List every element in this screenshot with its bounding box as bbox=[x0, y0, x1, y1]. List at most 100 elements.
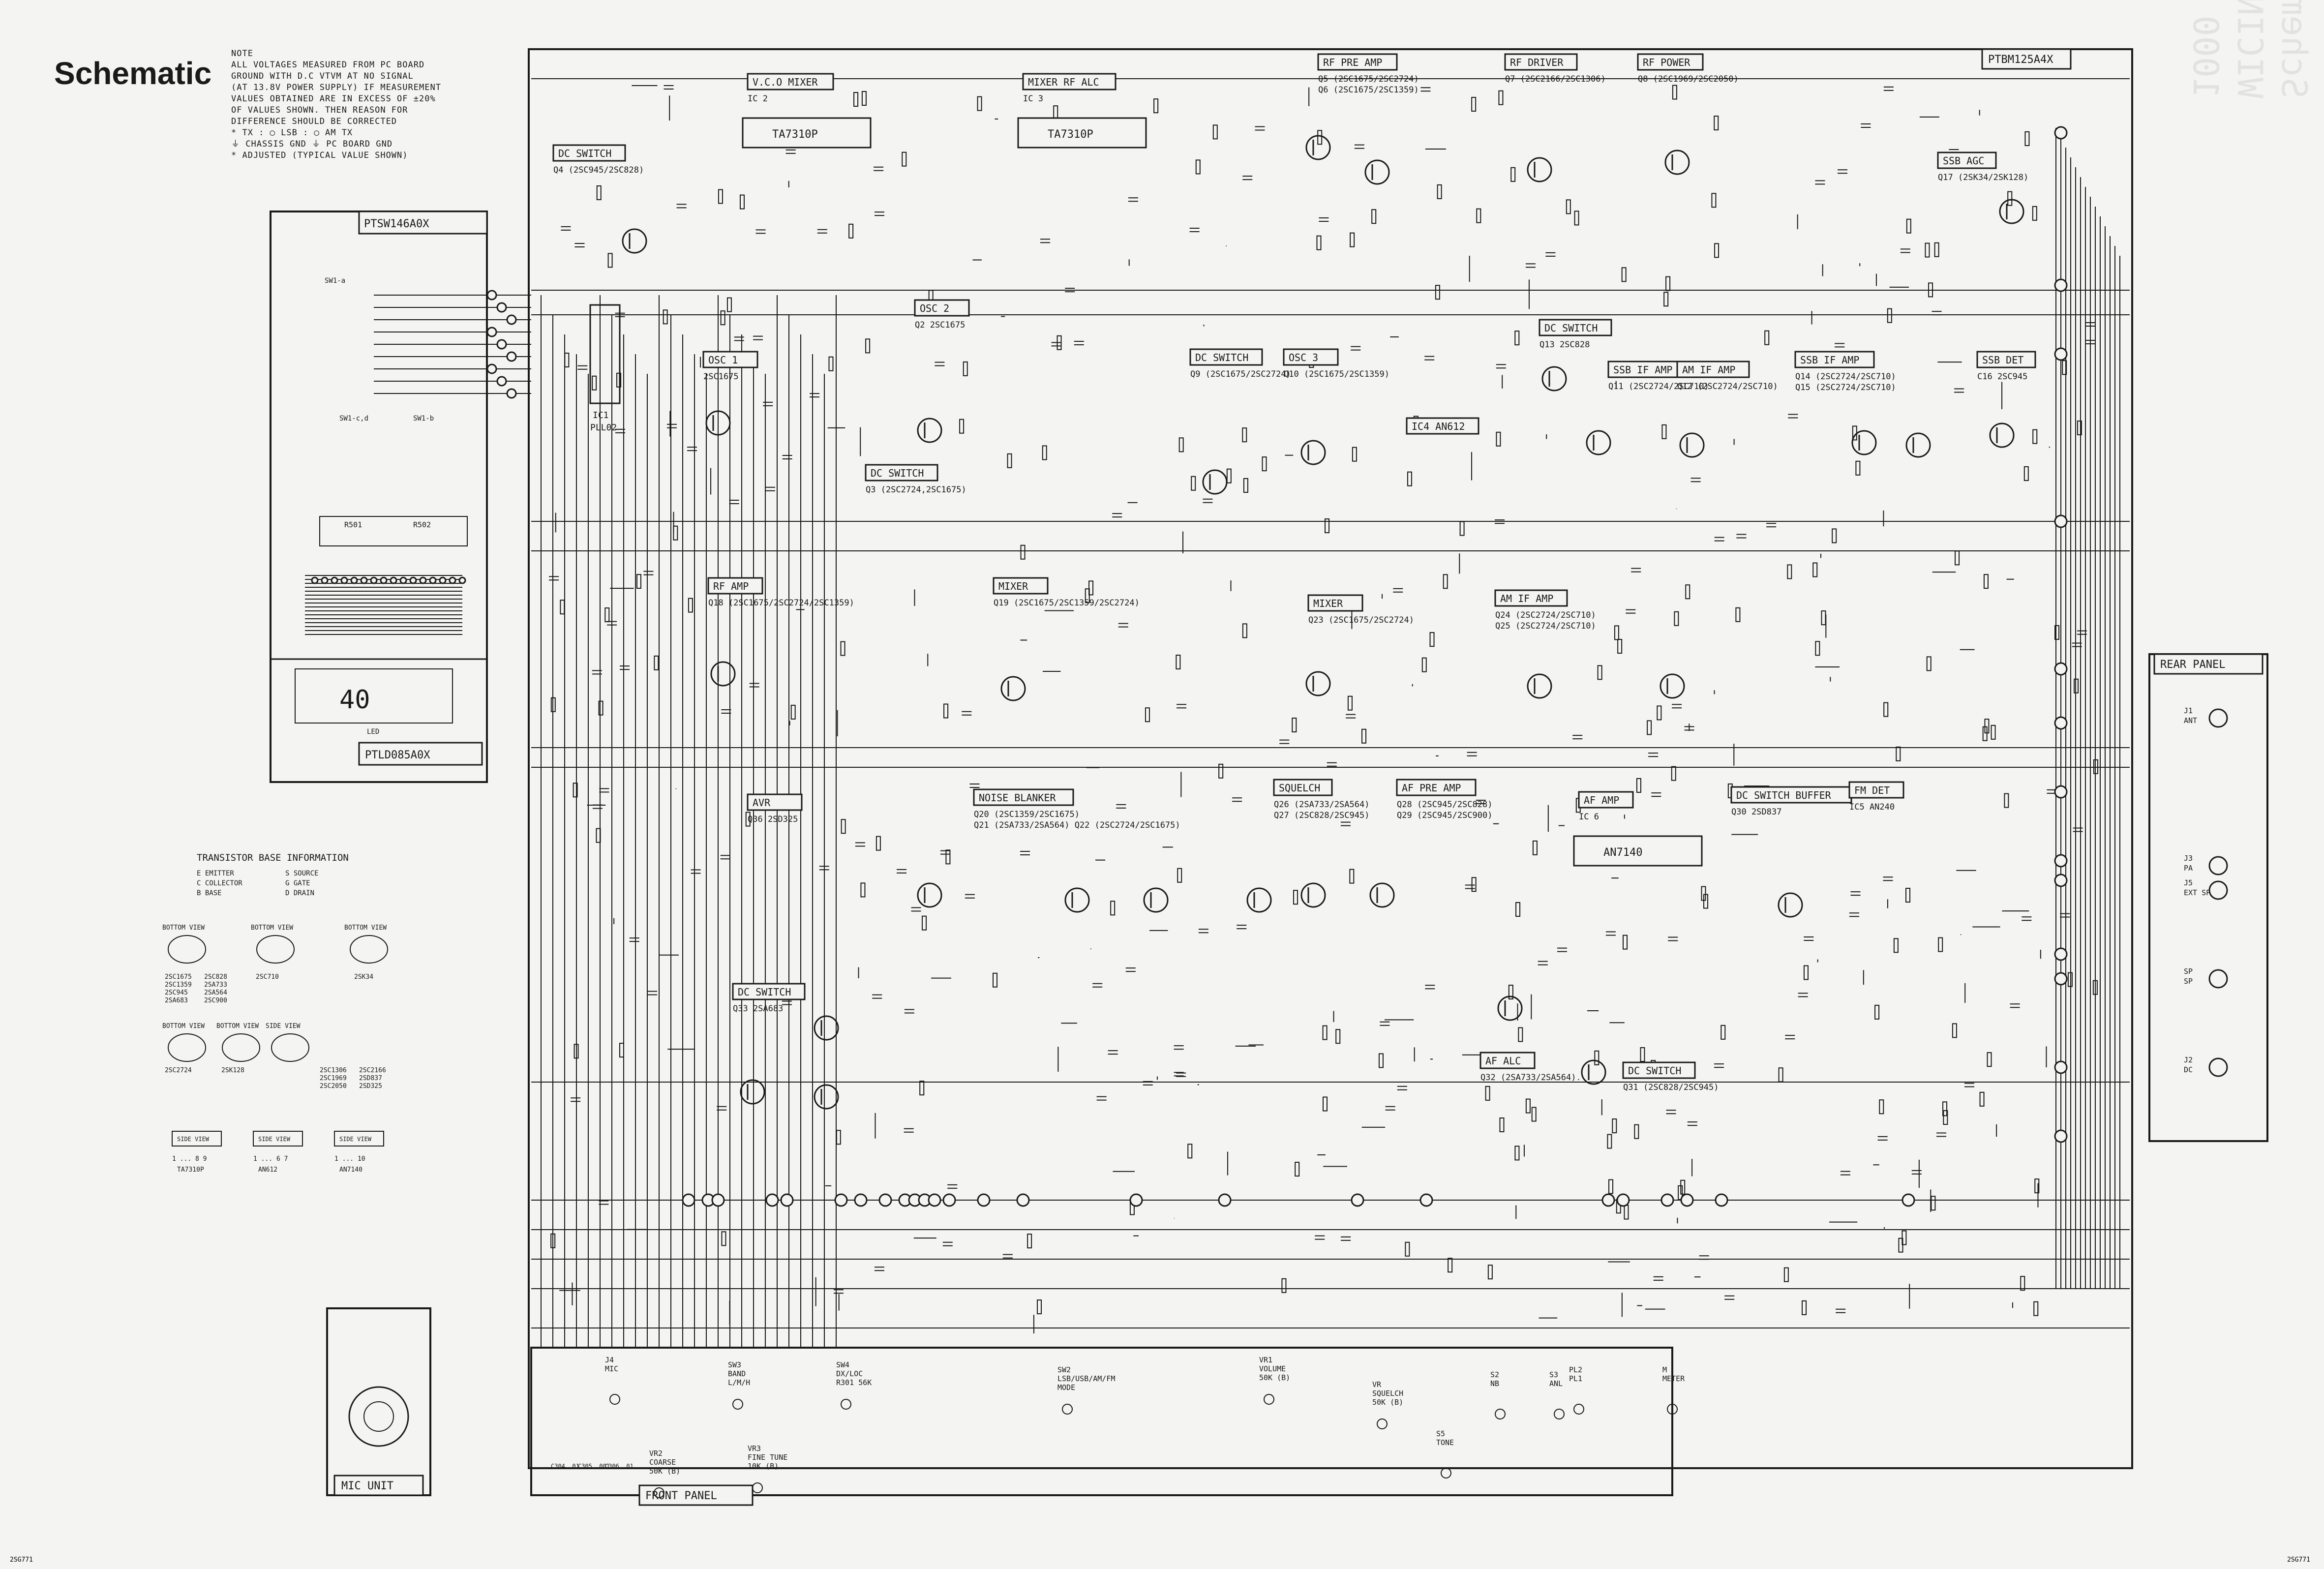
resistor-symbol bbox=[1943, 1110, 1948, 1125]
block-label: DC SWITCH bbox=[558, 148, 611, 159]
terminal-node-right bbox=[2054, 785, 2068, 799]
terminal-node bbox=[1129, 1193, 1143, 1207]
sw1a-label: SW1-a bbox=[325, 277, 345, 285]
rear-jack-icon bbox=[2208, 969, 2228, 989]
resistor-symbol bbox=[720, 310, 725, 326]
resistor-symbol bbox=[1887, 308, 1892, 323]
mic-connector-icon bbox=[348, 1386, 409, 1447]
transistor-symbol bbox=[1497, 996, 1523, 1021]
rear-panel-tag: REAR PANEL bbox=[2160, 659, 2225, 671]
block-label: NOISE BLANKER bbox=[979, 792, 1056, 804]
resistor-symbol bbox=[1955, 550, 1960, 566]
resistor-symbol bbox=[688, 598, 693, 613]
ic-chip-name: AN7140 bbox=[1603, 846, 1642, 859]
front-control-ref: J4 bbox=[605, 1356, 614, 1364]
ic-pin-range: 1 ... 6 7 bbox=[253, 1155, 288, 1163]
switch-contact-icon bbox=[732, 1399, 743, 1410]
resistor-symbol bbox=[1594, 1050, 1600, 1065]
terminal-node bbox=[1715, 1193, 1728, 1207]
resistor-symbol bbox=[1566, 199, 1571, 214]
front-control-ref: SW2 bbox=[1057, 1365, 1071, 1374]
ic-body bbox=[1573, 835, 1703, 867]
block-part: Q11 (2SC2724/2SC710) bbox=[1608, 382, 1709, 392]
resistor-symbol bbox=[2032, 206, 2037, 221]
resistor-symbol bbox=[1335, 1029, 1341, 1044]
resistor-symbol bbox=[1623, 935, 1628, 950]
block-part: 2SC1675 bbox=[703, 372, 739, 382]
display-board-tag: PTLD085A0X bbox=[365, 749, 430, 761]
resistor-symbol bbox=[1612, 1118, 1617, 1134]
block-label-box bbox=[1676, 361, 1750, 378]
terminal-node-right bbox=[2054, 1060, 2068, 1074]
resistor-symbol bbox=[1531, 1107, 1537, 1122]
resistor-symbol bbox=[2054, 625, 2060, 640]
resistor-symbol bbox=[1510, 167, 1516, 182]
transistor-part-number: 2SD325 bbox=[359, 1083, 382, 1090]
resistor-array bbox=[319, 516, 468, 546]
main-board-tag-box bbox=[1981, 48, 2072, 70]
mirror-bleed-text: 1000 ... 1000 3000 5000 bbox=[2185, 0, 2226, 98]
package-view-label: BOTTOM VIEW bbox=[162, 1023, 205, 1030]
resistor-symbol bbox=[1371, 209, 1377, 224]
block-label-box bbox=[747, 73, 834, 91]
resistor-symbol bbox=[1764, 330, 1770, 345]
switch-board-tag: PTSW146A0X bbox=[364, 218, 429, 230]
transistor-symbol bbox=[705, 410, 731, 436]
rear-jack-ref: J1 bbox=[2184, 706, 2193, 715]
connector-pin bbox=[496, 339, 507, 350]
corner-code-right: 2SG771 bbox=[2287, 1556, 2310, 1564]
switch-contact-icon bbox=[1554, 1409, 1565, 1419]
resistor-symbol bbox=[865, 338, 871, 354]
resistor-symbol bbox=[1037, 1299, 1042, 1315]
mic-part: C306 .01 bbox=[605, 1463, 634, 1470]
block-label-box bbox=[1396, 779, 1477, 796]
resistor-symbol bbox=[1042, 445, 1047, 460]
resistor-symbol bbox=[1487, 1265, 1493, 1280]
transistor-symbol bbox=[1527, 673, 1552, 699]
resistor-symbol bbox=[977, 96, 982, 111]
resistor-symbol bbox=[673, 525, 678, 541]
resistor-symbol bbox=[1514, 331, 1520, 346]
terminal-node-right bbox=[2054, 514, 2068, 528]
diode-node bbox=[409, 576, 417, 584]
block-part: Q28 (2SC945/2SC828) bbox=[1397, 800, 1492, 810]
resistor-symbol bbox=[663, 309, 668, 325]
block-part: Q33 2SA683 bbox=[733, 1004, 783, 1014]
block-part: Q36 2SD325 bbox=[748, 815, 798, 824]
block-part: C16 2SC945 bbox=[1977, 372, 2027, 382]
resistor-symbol bbox=[598, 700, 604, 716]
block-label-box bbox=[1022, 73, 1117, 91]
block-part: Q19 (2SC1675/2SC1359/2SC2724) bbox=[994, 598, 1140, 608]
diode-node bbox=[380, 576, 388, 584]
rear-panel-tag-box bbox=[2153, 653, 2264, 675]
resistor-symbol bbox=[1815, 641, 1820, 656]
transistor-package-icon bbox=[168, 935, 206, 964]
ic-chip-name: TA7310P bbox=[1048, 128, 1093, 141]
resistor-symbol bbox=[1714, 243, 1720, 258]
transistor-part-number: 2SA733 bbox=[204, 981, 227, 989]
front-control-name: NB bbox=[1490, 1379, 1499, 1388]
terminal-node bbox=[682, 1193, 695, 1207]
terminal-node bbox=[1616, 1193, 1630, 1207]
resistor-symbol bbox=[1821, 610, 1826, 626]
mirror-bleed-text: Schematic (reverse) bbox=[2274, 0, 2314, 98]
resistor-symbol bbox=[1514, 1146, 1520, 1161]
transistor-part-number: 2SC710 bbox=[256, 973, 279, 981]
transistor-symbol bbox=[1527, 157, 1552, 182]
connector-pin bbox=[506, 314, 517, 325]
switch-board-tag-box bbox=[358, 211, 488, 235]
transistor-legend-item: B BASE bbox=[197, 889, 222, 897]
resistor-symbol bbox=[1085, 588, 1090, 603]
resistor-symbol bbox=[1979, 1091, 1985, 1107]
transistor-part-number: 2SC828 bbox=[204, 973, 227, 981]
note-line: ⏚ CHASSIS GND ⏚ PC BOARD GND bbox=[231, 139, 393, 149]
block-part: IC 2 bbox=[748, 94, 768, 104]
switch-contact-icon bbox=[1062, 1404, 1073, 1415]
